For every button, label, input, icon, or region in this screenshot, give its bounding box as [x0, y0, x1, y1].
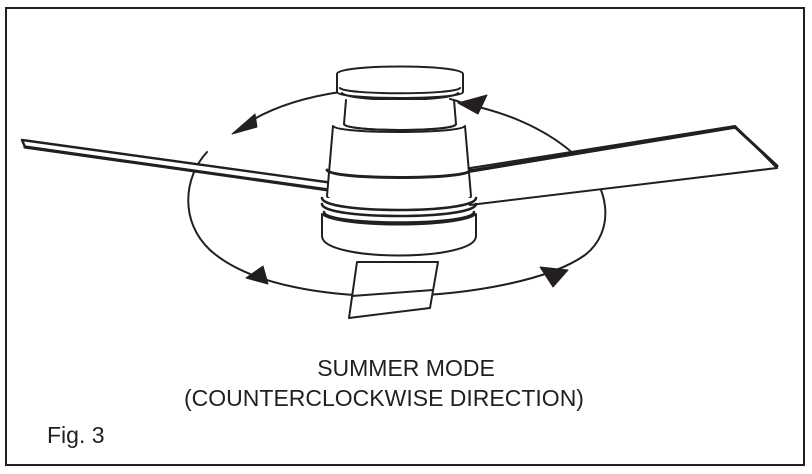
summer-mode-title: SUMMER MODE — [317, 355, 495, 381]
fan-blade-right — [438, 125, 779, 206]
fan-blade-left — [20, 138, 357, 195]
rotation-direction-label: (COUNTERCLOCKWISE DIRECTION) — [184, 385, 584, 411]
arrowhead-top-left — [231, 113, 258, 135]
arrowhead-bottom-right — [539, 266, 569, 288]
fan-blade-back — [348, 261, 439, 319]
rotation-arrowheads — [231, 94, 569, 288]
figure-frame — [5, 7, 805, 466]
fan-motor-housing — [320, 65, 478, 257]
arrowhead-top-right — [457, 94, 488, 115]
arrowhead-bottom-left — [245, 265, 269, 285]
figure-number: Fig. 3 — [47, 422, 105, 448]
